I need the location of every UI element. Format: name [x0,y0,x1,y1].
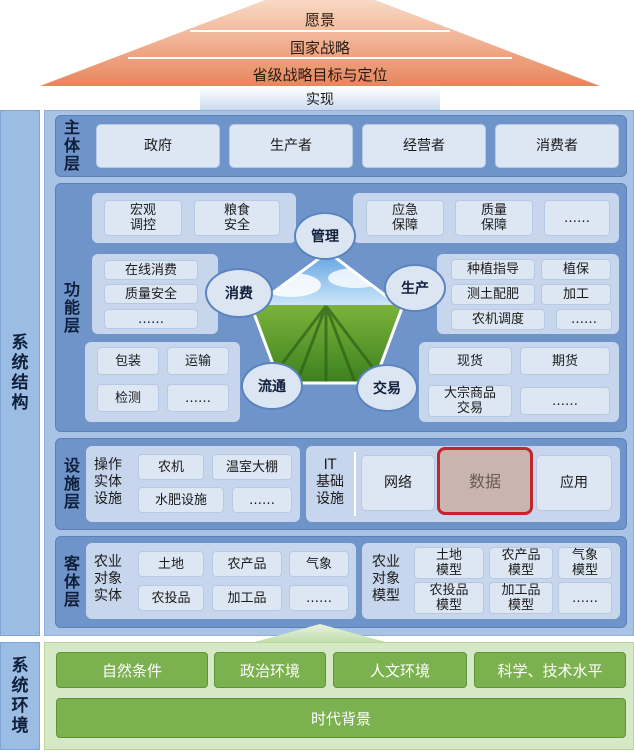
node-consumption: 消费 [205,268,273,318]
model-agri-input: 农投品 模型 [414,582,484,614]
facility-op-more: …… [232,487,292,513]
object-model-label: 农业 对象 模型 [372,553,400,604]
it-network: 网络 [361,455,435,511]
plant-protection: 植保 [541,259,611,280]
env-era-background: 时代背景 [56,698,626,738]
environment-arrow [240,624,400,646]
right-bottom-more: …… [520,387,610,415]
system-structure-label: 系统结构 [0,110,40,636]
food-security: 粮食 安全 [194,200,280,236]
node-trading: 交易 [356,364,418,412]
vision-pyramid [40,0,600,86]
object-agri-input: 农投品 [138,585,204,611]
env-science-tech: 科学、技术水平 [474,652,626,688]
machinery-dispatch: 农机调度 [451,309,545,330]
realize-label: 实现 [306,92,334,108]
processing: 加工 [541,284,611,305]
subject-producer: 生产者 [229,124,353,168]
facility-greenhouse: 温室大棚 [212,454,292,480]
farmland-image [250,250,404,385]
subject-operator: 经营者 [362,124,486,168]
subject-consumer: 消费者 [495,124,619,168]
vision-item: 愿景 [304,10,335,29]
it-application: 应用 [536,455,612,511]
realize-arrow [200,87,440,111]
spot-trading: 现货 [428,347,512,375]
node-management: 管理 [294,212,356,260]
planting-guidance: 种植指导 [451,259,535,280]
node-production: 生产 [384,264,446,312]
env-natural-conditions: 自然条件 [56,652,208,688]
facility-agri-machinery: 农机 [138,454,204,480]
object-agri-product: 农产品 [212,551,282,577]
object-layer-title: 客体层 [63,554,80,609]
model-agri-product: 农产品 模型 [489,547,553,579]
subject-layer-title: 主体层 [63,118,80,173]
packaging: 包装 [97,347,159,375]
left-mid-more: …… [104,309,198,329]
online-consumption: 在线消费 [104,260,198,280]
object-entity-more: …… [289,585,349,611]
env-cultural: 人文环境 [333,652,467,688]
node-circulation: 流通 [241,362,303,410]
object-land: 土地 [138,551,204,577]
top-right-more: …… [544,200,610,236]
model-more: …… [558,582,612,614]
bulk-commodity-trading: 大宗商品 交易 [428,385,512,417]
operation-facility-label: 操作 实体 设施 [94,456,122,507]
facility-layer-title: 设施层 [63,456,80,511]
model-land: 土地 模型 [414,547,484,579]
macro-control: 宏观 调控 [104,200,182,236]
object-processed-goods: 加工品 [212,585,282,611]
model-weather: 气象 模型 [558,547,612,579]
left-bottom-more: …… [167,384,229,412]
it-facility-label: IT 基础 设施 [316,456,344,507]
object-entity-label: 农业 对象 实体 [94,553,122,604]
object-weather: 气象 [289,551,349,577]
emergency-support: 应急 保障 [366,200,444,236]
futures: 期货 [520,347,610,375]
subject-government: 政府 [96,124,220,168]
national-strategy: 国家战略 [289,38,350,57]
soil-fertilization: 测土配肥 [451,284,535,305]
it-facility-divider [354,452,356,516]
right-mid-more: …… [556,309,612,330]
model-processed-goods: 加工品 模型 [489,582,553,614]
provincial-strategy: 省级战略目标与定位 [252,65,388,84]
it-data: 数据 [437,447,533,515]
facility-irrigation: 水肥设施 [138,487,224,513]
function-layer-title: 功能层 [63,279,80,335]
env-political: 政治环境 [214,652,326,688]
inspection: 检测 [97,384,159,412]
system-environment-label: 系统环境 [0,642,40,750]
quality-safety: 质量安全 [104,284,198,304]
transport: 运输 [167,347,229,375]
quality-support: 质量 保障 [455,200,533,236]
